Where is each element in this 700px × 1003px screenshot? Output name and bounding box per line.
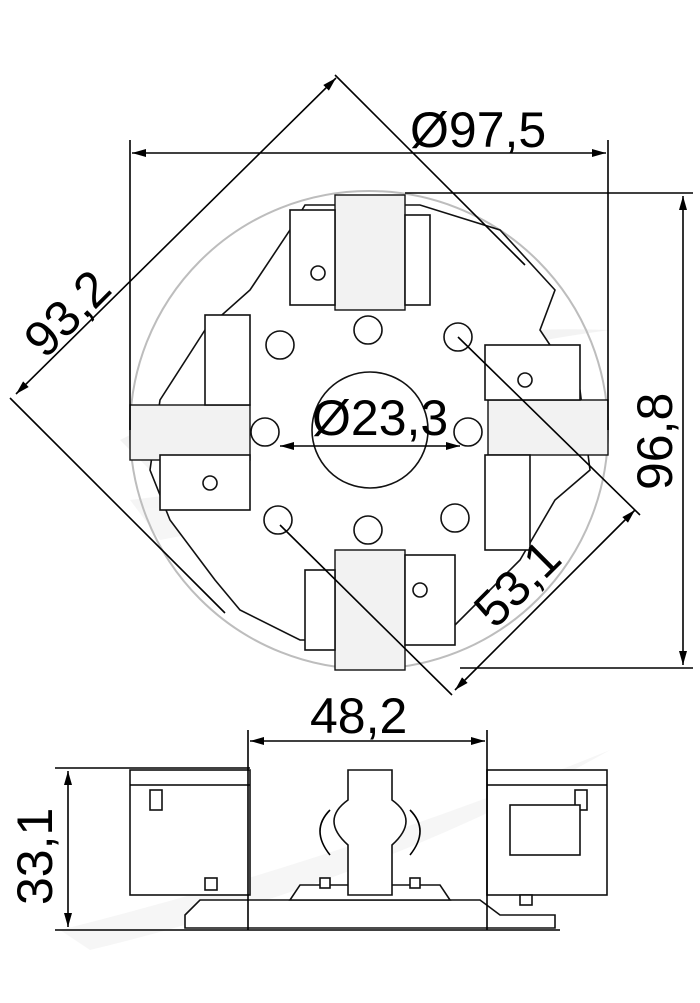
height-label: 96,8 <box>627 393 683 490</box>
bore-diameter-label: Ø23,3 <box>312 390 448 446</box>
center-bore <box>311 371 429 489</box>
dimension-side-height: 33,1 <box>7 767 560 931</box>
dimension-bore: Ø23,3 <box>280 390 460 450</box>
central-spring <box>333 769 407 896</box>
dimension-height: 96,8 <box>405 192 693 669</box>
side-height-label: 33,1 <box>7 808 63 905</box>
diagonal-width-label: 93,2 <box>13 259 121 367</box>
side-width-label: 48,2 <box>310 688 407 744</box>
brush-holder-bottom <box>334 549 406 671</box>
brush-holder-left <box>129 404 251 461</box>
side-view <box>129 769 608 929</box>
outer-diameter-label: Ø97,5 <box>410 102 546 158</box>
brush-holder-right <box>487 399 609 456</box>
brush-holder-top <box>334 194 406 311</box>
dimension-side-width: 48,2 <box>247 688 488 930</box>
